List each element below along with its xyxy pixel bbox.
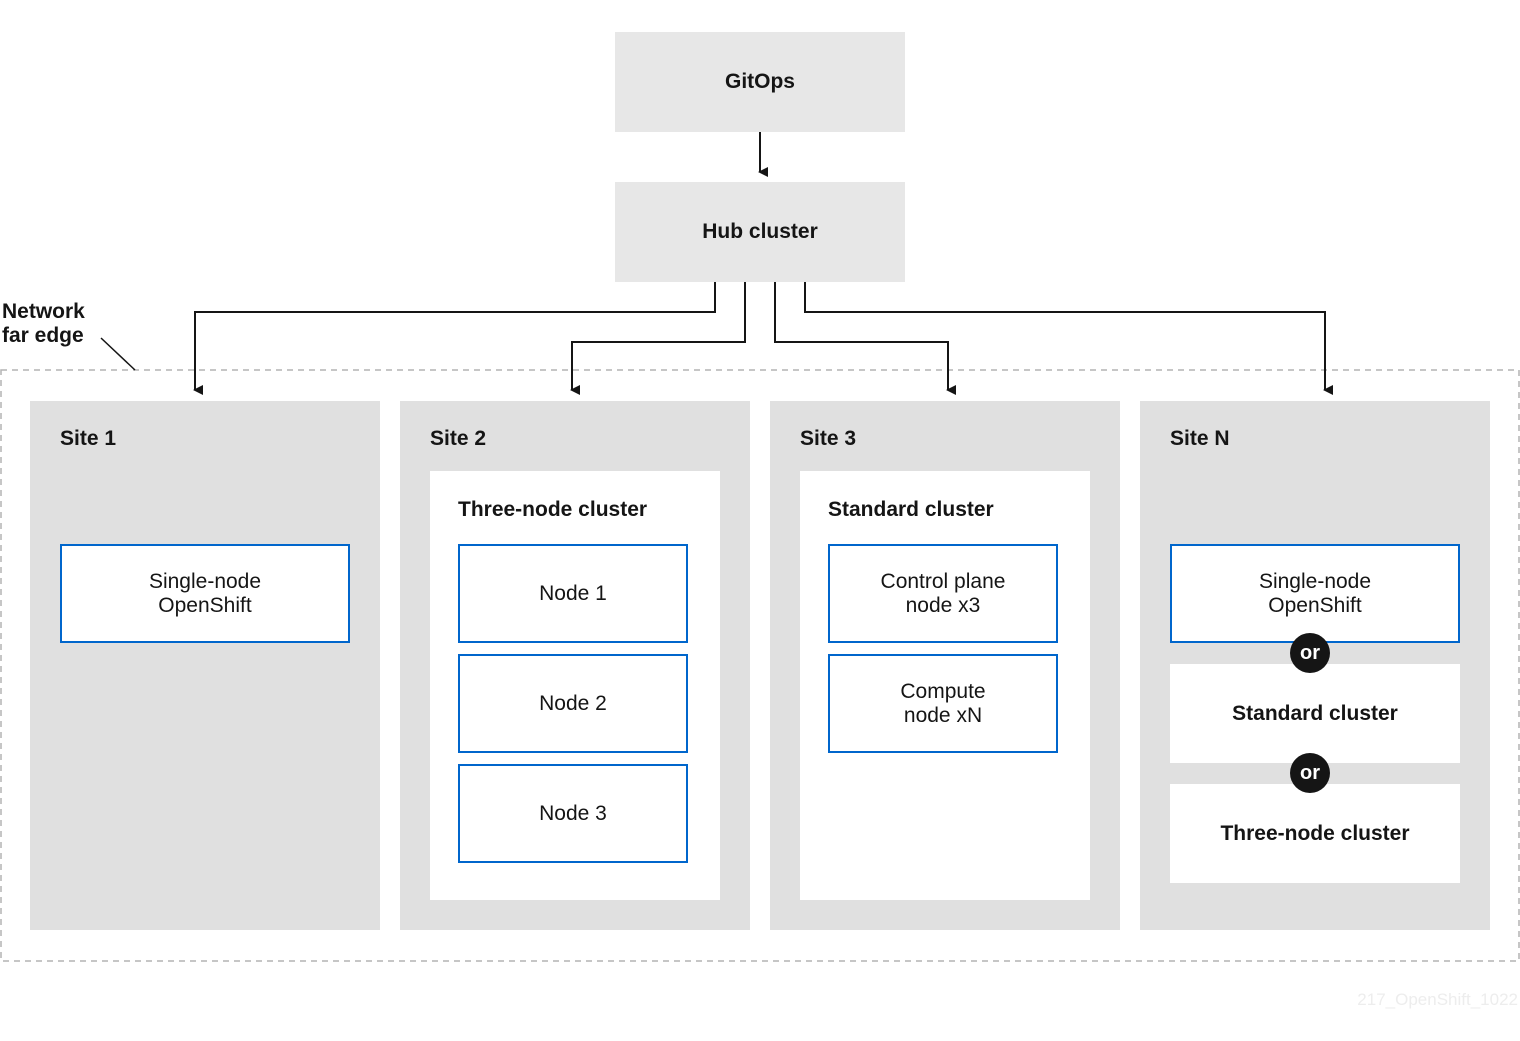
network-label-line2: far edge <box>2 324 84 347</box>
far-edge-boundary <box>0 369 1520 962</box>
site-n-three-node-cluster-label: Three-node cluster <box>1220 821 1410 845</box>
site-2-node-1-box: Node 1 <box>458 544 688 643</box>
site-2-node-2-box: Node 2 <box>458 654 688 753</box>
or-badge-2: or <box>1290 753 1330 793</box>
site-2-node-3-box: Node 3 <box>458 764 688 863</box>
hub-cluster-box: Hub cluster <box>615 182 905 282</box>
site-1-single-node-box: Single-node OpenShift <box>60 544 350 643</box>
or-badge-1: or <box>1290 633 1330 673</box>
site-n-standard-cluster-box: Standard cluster <box>1170 664 1460 763</box>
arrow-hub-site1 <box>193 282 716 395</box>
far-edge-pointer <box>100 337 136 371</box>
site-3-compute-box: Compute node xN <box>828 654 1058 753</box>
hub-cluster-label: Hub cluster <box>702 220 818 243</box>
site-2-cluster-title: Three-node cluster <box>458 498 648 521</box>
site-3-cluster-title: Standard cluster <box>828 498 994 521</box>
site-n-title: Site N <box>1170 427 1230 450</box>
gitops-label: GitOps <box>724 70 795 93</box>
site-3-title: Site 3 <box>800 427 857 450</box>
arrow-hub-site3 <box>774 282 956 395</box>
figure-id-watermark: 217_OpenShift_1022 <box>1357 990 1518 1009</box>
gitops-box: GitOps <box>615 32 905 132</box>
site-n-single-node-box: Single-node OpenShift <box>1170 544 1460 643</box>
network-far-edge-label: Network far edge <box>2 300 85 348</box>
site-1-title: Site 1 <box>60 427 117 450</box>
site-3-control-plane-box: Control plane node x3 <box>828 544 1058 643</box>
site-1-panel <box>30 401 380 930</box>
arrow-hub-site2 <box>570 282 746 395</box>
arrow-hub-siteN <box>804 282 1333 395</box>
network-label-line1: Network <box>2 300 85 323</box>
site-n-standard-cluster-label: Standard cluster <box>1232 701 1398 725</box>
site-2-title: Site 2 <box>430 427 487 450</box>
site-n-three-node-cluster-box: Three-node cluster <box>1170 784 1460 883</box>
